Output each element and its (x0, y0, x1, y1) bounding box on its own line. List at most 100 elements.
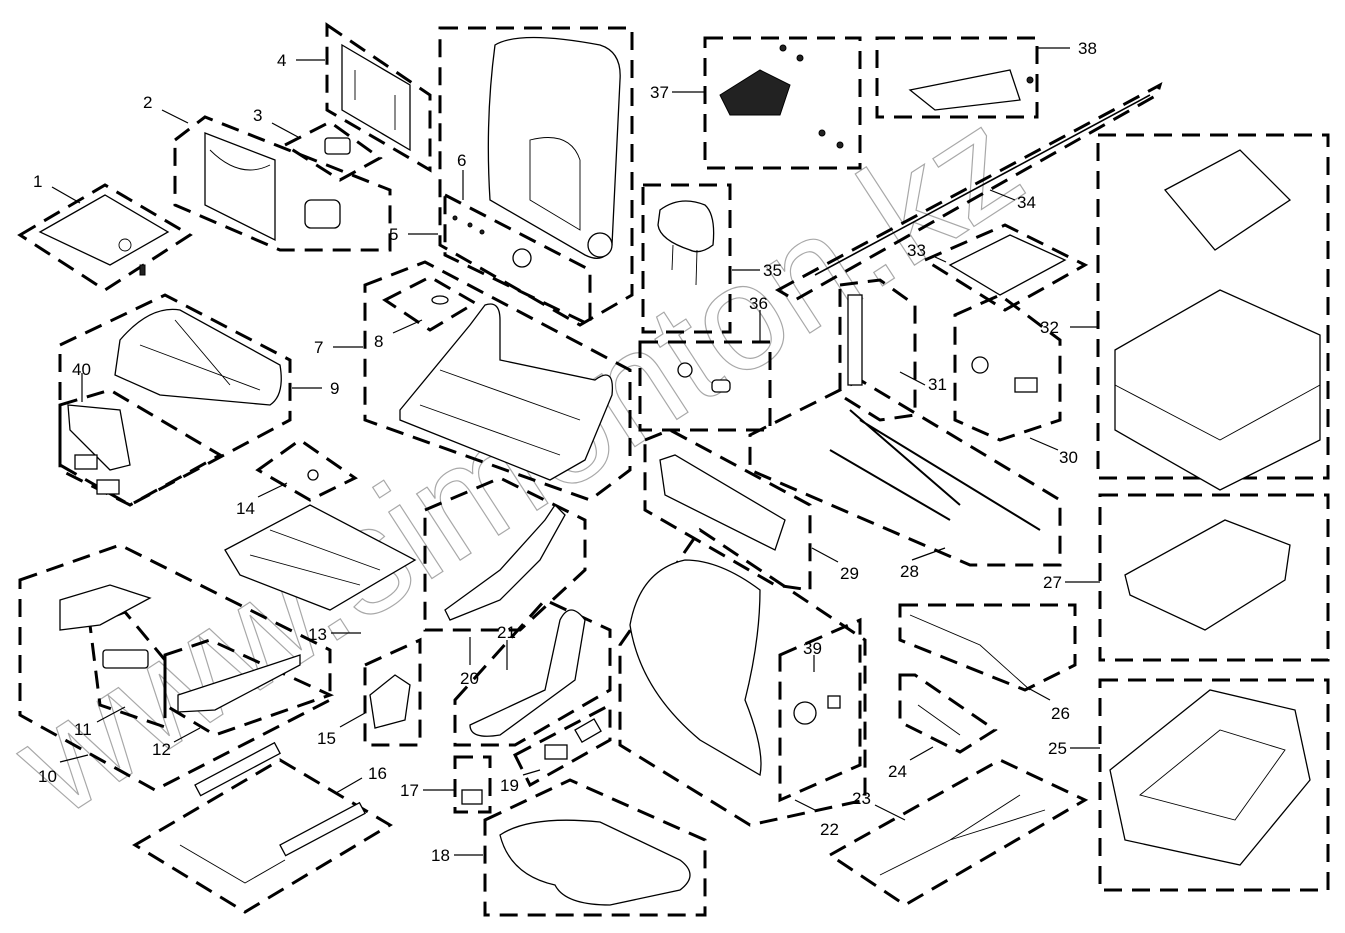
frame-39 (778, 617, 862, 803)
callout-25: 25 (1048, 739, 1067, 758)
callout-labels: 1 2 3 4 5 6 7 8 9 40 10 11 12 13 14 15 1… (33, 39, 1097, 865)
part-21-armrest (469, 609, 586, 737)
frame-14 (255, 438, 358, 502)
frame-24 (898, 673, 998, 754)
part-37-mechanism (719, 69, 791, 116)
callout-23: 23 (852, 789, 871, 808)
callout-35: 35 (763, 261, 782, 280)
part-24-sensor (917, 704, 961, 736)
part-2-panel (204, 132, 276, 242)
frame-27 (1098, 493, 1330, 662)
callout-32: 32 (1040, 318, 1059, 337)
callout-11: 11 (74, 720, 92, 739)
callout-40: 40 (72, 360, 91, 379)
part-32-scissor-top (1163, 149, 1292, 251)
frame-33 (921, 223, 1089, 312)
callout-31: 31 (928, 375, 947, 394)
frame-32 (1096, 133, 1330, 480)
frame-5 (438, 26, 634, 327)
part-25-suspension-bellows (1109, 689, 1311, 866)
part-10-bracket (59, 584, 152, 631)
part-19-knob (544, 744, 568, 760)
frame-40 (58, 388, 224, 507)
frame-22 (618, 527, 867, 827)
callout-26: 26 (1051, 704, 1070, 723)
frame-38 (875, 36, 1039, 119)
part-12-rail (177, 654, 301, 713)
part-11-latch (102, 649, 149, 669)
part-33-plate (948, 234, 1067, 296)
part-29-trim-panel (659, 454, 786, 551)
part-1-base-plate (38, 194, 170, 266)
callout-29: 29 (840, 564, 859, 583)
frame-10 (18, 543, 332, 792)
frame-29 (643, 428, 812, 592)
callout-4: 4 (277, 51, 286, 70)
part-17-clip (461, 789, 483, 805)
part-38-lever-kit (908, 69, 1021, 111)
part-35-headrest (657, 200, 715, 253)
part-26-wire (909, 614, 1031, 691)
part-39-lumbar (793, 701, 817, 725)
frame-23 (827, 758, 1089, 907)
frame-6 (443, 192, 592, 328)
frame-17 (453, 755, 492, 814)
callout-30: 30 (1059, 448, 1078, 467)
frame-7 (363, 260, 632, 502)
callout-12: 12 (152, 740, 171, 759)
frame-4 (325, 22, 432, 173)
callout-6: 6 (457, 151, 466, 170)
callout-14: 14 (236, 499, 255, 518)
frame-15 (363, 637, 422, 747)
callout-13: 13 (308, 625, 327, 644)
part-40-trim (67, 404, 131, 471)
part-27-base-frame (1124, 519, 1291, 631)
callout-17: 17 (400, 781, 419, 800)
frame-19 (513, 702, 612, 788)
callout-39: 39 (803, 639, 822, 658)
part-8-bracket (431, 295, 449, 305)
callout-37: 37 (650, 83, 669, 102)
part-31-bracket (847, 294, 863, 386)
callout-21: 21 (497, 623, 516, 642)
part-16-slide-right (279, 801, 366, 857)
callout-27: 27 (1043, 573, 1062, 592)
part-30-clip (971, 356, 989, 374)
callout-36: 36 (749, 294, 768, 313)
frame-37 (703, 36, 862, 170)
callout-34: 34 (1017, 193, 1036, 212)
frame-28 (748, 378, 1062, 567)
frame-9 (58, 293, 292, 507)
part-drawings (38, 36, 1321, 906)
frame-16 (132, 758, 393, 914)
frame-34 (774, 81, 1163, 302)
callout-19: 19 (500, 776, 519, 795)
frame-30 (953, 293, 1062, 442)
frame-25 (1098, 678, 1330, 892)
callout-9: 9 (330, 379, 339, 398)
frame-31 (838, 278, 917, 422)
part-22-backrest-cushion (629, 559, 762, 777)
part-23-harness (879, 794, 1046, 876)
part-5-backrest-frame (487, 36, 621, 259)
part-15-switch-module (369, 674, 411, 729)
callout-16: 16 (368, 764, 387, 783)
part-9-pan (114, 308, 282, 406)
frame-26 (898, 603, 1077, 692)
frame-2 (173, 115, 392, 252)
callout-38: 38 (1078, 39, 1097, 58)
callout-1: 1 (33, 172, 42, 191)
part-18-seat-cushion (499, 819, 691, 906)
callout-28: 28 (900, 562, 919, 581)
part-6-knob (512, 248, 532, 268)
callout-10: 10 (38, 767, 57, 786)
leader-lines (51, 47, 1100, 856)
frame-12 (163, 638, 335, 737)
part-2-motor (304, 199, 341, 229)
part-40-clip (74, 454, 98, 470)
frame-20 (423, 476, 587, 632)
callout-22: 22 (820, 820, 839, 839)
frame-36 (638, 340, 772, 432)
callout-20: 20 (460, 669, 479, 688)
